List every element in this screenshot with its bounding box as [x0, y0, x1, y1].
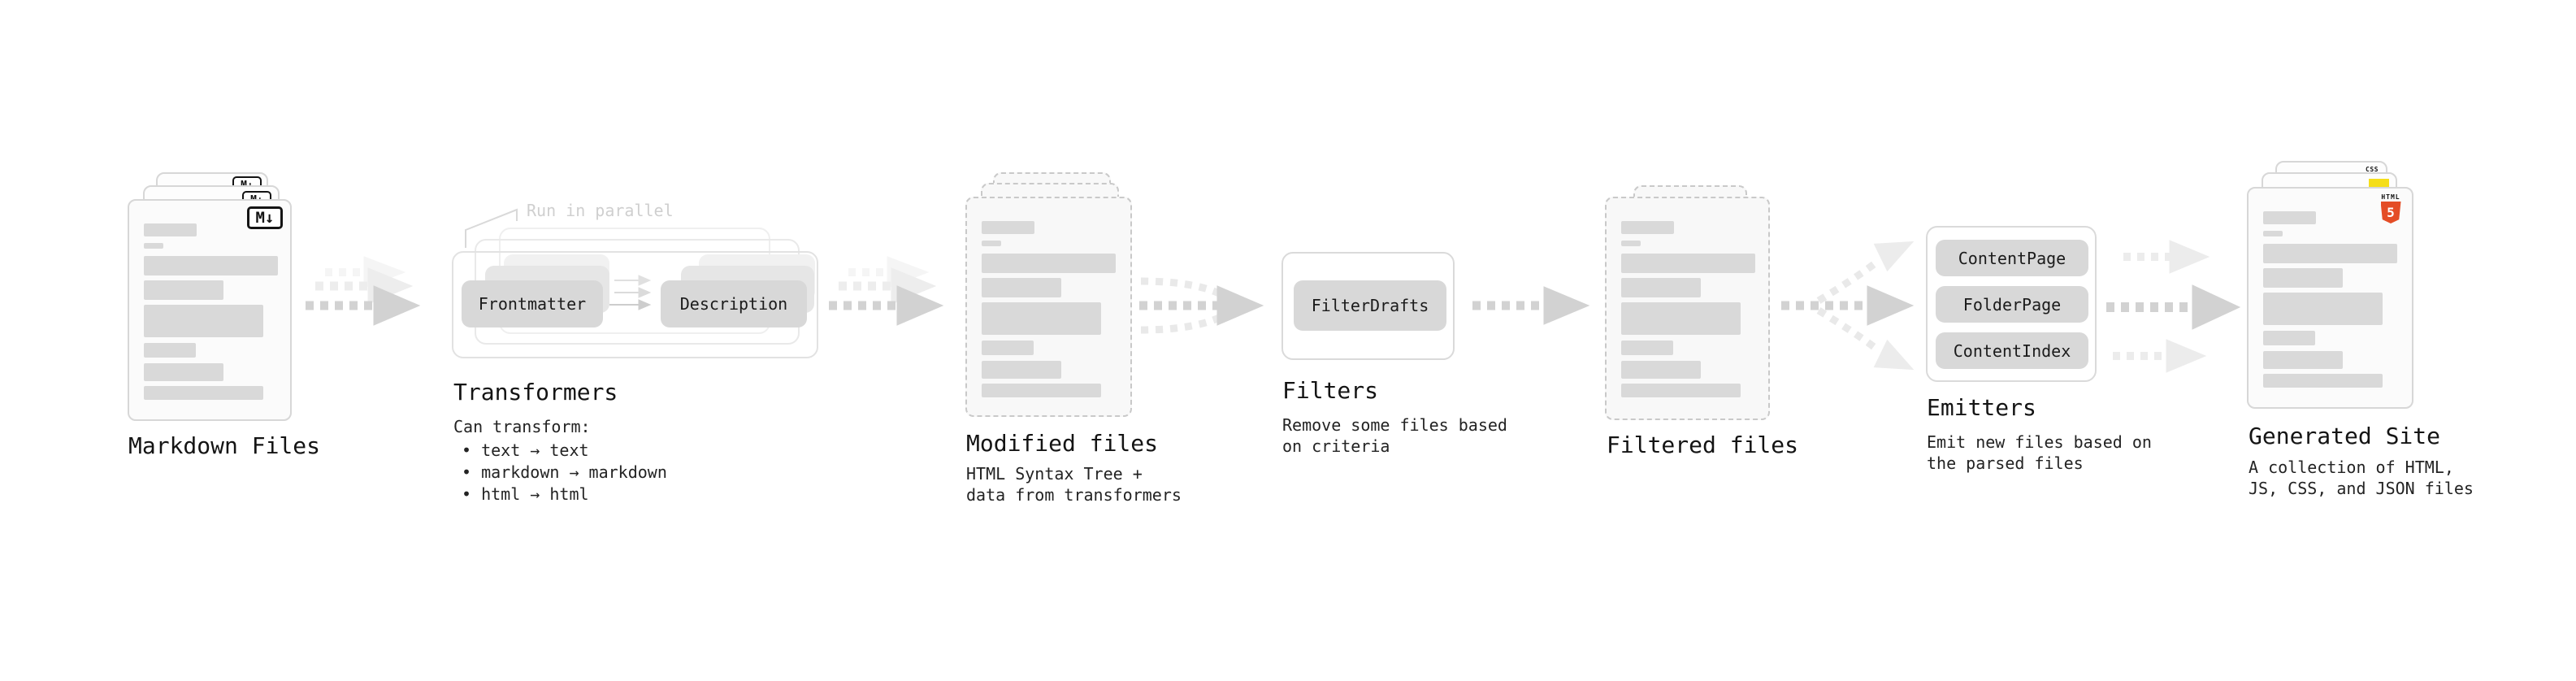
generated-site-description-line1: A collection of HTML,	[2249, 458, 2454, 477]
placeholder-bar	[144, 280, 223, 300]
generated-file-card-html: HTML 5	[2247, 187, 2413, 409]
placeholder-bar	[144, 256, 278, 275]
emitters-description: Emit new files based on the parsed files	[1927, 432, 2152, 474]
placeholder-bar	[2263, 244, 2397, 263]
doc-content-placeholder	[2249, 189, 2412, 407]
modified-files-description: HTML Syntax Tree + data from transformer…	[966, 463, 1182, 505]
placeholder-bar	[982, 221, 1034, 234]
doc-content-placeholder	[129, 201, 290, 419]
arrow-emitters-to-generated	[2106, 240, 2241, 373]
filters-description-line1: Remove some files based	[1282, 415, 1507, 435]
transformers-description-title: Can transform:	[453, 417, 591, 436]
transformer-node-description: Description	[661, 280, 807, 327]
emitters-description-line2: the parsed files	[1927, 453, 2084, 473]
placeholder-bar	[1621, 221, 1674, 234]
transformers-bullet: • text → text	[462, 440, 589, 460]
stage-label-generated-site: Generated Site	[2249, 423, 2441, 449]
placeholder-bar	[1621, 278, 1701, 297]
emitters-description-line1: Emit new files based on	[1927, 432, 2152, 452]
generated-site-description: A collection of HTML, JS, CSS, and JSON …	[2249, 457, 2474, 499]
generated-site-description-line2: JS, CSS, and JSON files	[2249, 479, 2474, 498]
html5-icon-number: 5	[2387, 205, 2395, 220]
placeholder-bar	[2263, 374, 2383, 388]
run-in-parallel-annotation: Run in parallel	[527, 201, 674, 220]
emitter-node-contentpage: ContentPage	[1936, 240, 2088, 276]
arrow-transformers-to-modified	[829, 256, 944, 326]
placeholder-bar	[1621, 254, 1755, 273]
placeholder-bar	[1621, 384, 1741, 397]
placeholder-bar	[144, 363, 223, 381]
placeholder-bar	[2263, 231, 2283, 236]
placeholder-bar	[1621, 340, 1673, 355]
placeholder-bar	[982, 361, 1061, 379]
filtered-file-card-front	[1605, 197, 1770, 420]
transformers-bullet: • markdown → markdown	[462, 462, 667, 482]
placeholder-bar	[144, 305, 263, 337]
placeholder-bar	[2263, 293, 2383, 325]
placeholder-bar	[2263, 351, 2343, 369]
placeholder-bar	[1621, 241, 1641, 246]
emitter-node-contentindex: ContentIndex	[1936, 332, 2088, 369]
placeholder-bar	[1621, 302, 1741, 335]
placeholder-bar	[144, 386, 263, 400]
html5-icon: HTML 5	[2377, 193, 2405, 223]
placeholder-bar	[2263, 211, 2316, 224]
filter-node-filterdrafts: FilterDrafts	[1294, 280, 1446, 331]
filters-description-line2: on criteria	[1282, 436, 1390, 456]
arrow-modified-to-filters	[1139, 277, 1264, 334]
arrow-filtered-to-emitters	[1781, 241, 1915, 371]
filters-description: Remove some files based on criteria	[1282, 414, 1507, 457]
emitter-node-folderpage: FolderPage	[1936, 286, 2088, 323]
modified-file-card-front	[965, 197, 1132, 417]
modified-files-description-line2: data from transformers	[966, 485, 1182, 505]
arrow-markdown-to-transformers	[306, 256, 421, 326]
placeholder-bar	[982, 302, 1101, 335]
arrow-filters-to-filtered	[1472, 286, 1590, 325]
placeholder-bar	[982, 241, 1001, 246]
markdown-file-card-front: M↓	[128, 199, 292, 421]
emitters-panel: ContentPage FolderPage ContentIndex	[1926, 226, 2097, 382]
stage-label-filters: Filters	[1282, 377, 1379, 404]
stage-label-filtered-files: Filtered files	[1607, 432, 1799, 458]
placeholder-bar	[982, 384, 1101, 397]
placeholder-bar	[982, 340, 1034, 355]
placeholder-bar	[144, 343, 196, 358]
placeholder-bar	[144, 223, 197, 236]
placeholder-bar	[982, 278, 1061, 297]
doc-content-placeholder	[967, 198, 1130, 415]
stage-label-transformers: Transformers	[453, 379, 618, 406]
placeholder-bar	[1621, 361, 1701, 379]
placeholder-bar	[2263, 268, 2343, 288]
markdown-icon: M↓	[247, 206, 283, 229]
html5-icon-word: HTML	[2381, 193, 2400, 201]
placeholder-bar	[2263, 331, 2315, 345]
placeholder-bar	[144, 243, 163, 249]
css-icon-label: CSS	[2366, 166, 2379, 173]
stage-label-emitters: Emitters	[1927, 394, 2036, 421]
modified-files-description-line1: HTML Syntax Tree +	[966, 464, 1143, 484]
stage-label-modified-files: Modified files	[966, 430, 1159, 457]
transform-step-arrows	[609, 275, 652, 310]
filters-panel: FilterDrafts	[1281, 252, 1455, 360]
doc-content-placeholder	[1607, 198, 1768, 419]
html5-icon-shield: 5	[2380, 202, 2401, 223]
stage-label-markdown-files: Markdown Files	[128, 432, 321, 459]
run-in-parallel-leader-line	[465, 208, 518, 248]
placeholder-bar	[982, 254, 1116, 273]
transformer-node-frontmatter: Frontmatter	[462, 280, 603, 327]
transformers-bullet: • html → html	[462, 484, 589, 504]
